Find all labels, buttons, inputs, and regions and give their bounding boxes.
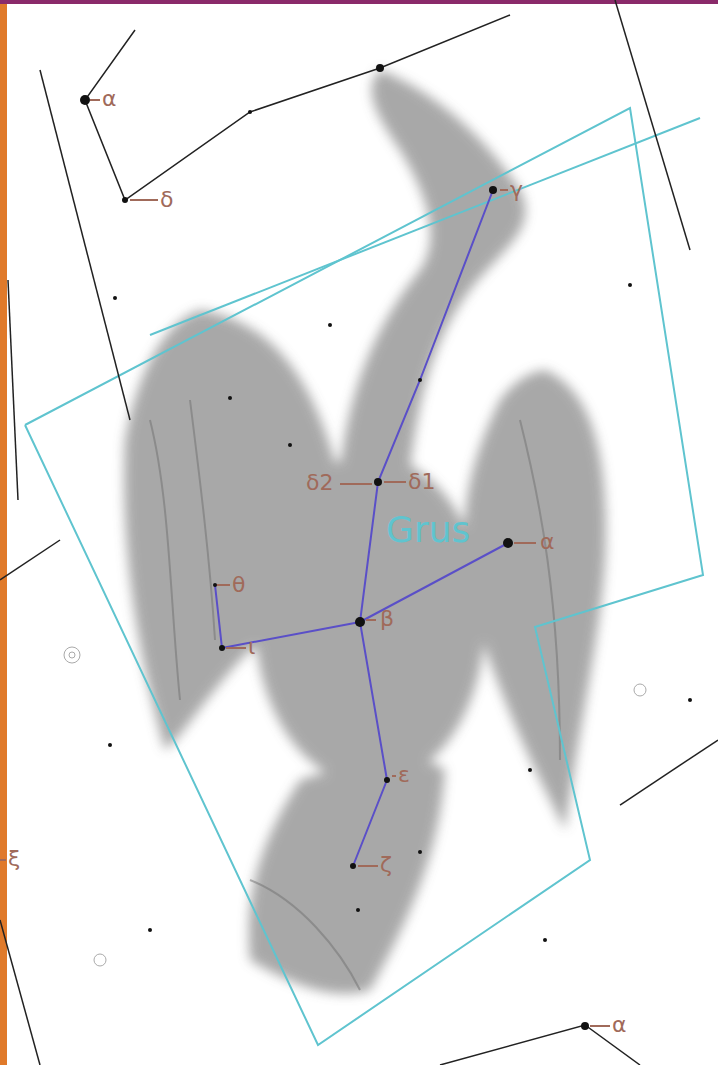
- star-label: α: [102, 88, 117, 110]
- star-label: β: [380, 608, 394, 630]
- star-label: ι: [248, 636, 255, 658]
- star-label: θ: [232, 574, 245, 596]
- star-label: ζ: [380, 854, 392, 876]
- star-label: ξ: [8, 848, 20, 870]
- star-label: α: [612, 1014, 627, 1036]
- star-label: δ2: [306, 472, 333, 494]
- star-label: δ1: [408, 471, 435, 493]
- star-label: γ: [510, 179, 523, 201]
- star-label: ε: [398, 764, 410, 786]
- star-label: δ: [160, 189, 173, 211]
- star-label: α: [540, 531, 555, 553]
- constellation-name: Grus: [386, 512, 470, 548]
